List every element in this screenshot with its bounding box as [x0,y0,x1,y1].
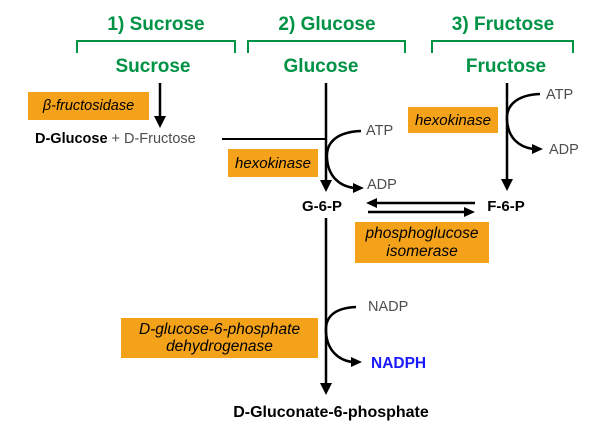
bracket-glucose [247,40,406,53]
enzyme-line: D-glucose-6-phosphate [138,320,301,338]
final-product-label: D-Gluconate-6-phosphate [233,404,429,421]
enzyme-line: phosphoglucose [365,225,479,242]
bracket-sucrose [76,40,236,53]
f6p-label: F-6-P [487,198,525,215]
enzyme-box-hexokinase-fructose: hexokinase [408,107,498,133]
enzyme-box-hexokinase-glucose: hexokinase [228,149,318,177]
enzyme-line: dehydrogenase [166,338,273,355]
enzyme-box-g6p-dehydrogenase: D-glucose-6-phosphate dehydrogenase [121,318,318,358]
atp-label-fructose: ATP [546,87,574,103]
adp-label-fructose: ADP [549,142,579,158]
nadph-label: NADPH [371,355,427,372]
section-header-fructose: 3) Fructose [451,14,555,35]
reversible-arrow-top [366,198,475,208]
substrate-glucose: Glucose [283,56,359,77]
g6p-label: G-6-P [301,198,343,215]
section-header-glucose: 2) Glucose [278,14,376,35]
nadp-nadph-curve [324,305,362,367]
d-fructose-label: + D-Fructose [111,131,196,147]
sucrose-products-label: D-Glucose+ D-Fructose [35,131,196,147]
substrate-fructose: Fructose [465,56,547,77]
enzyme-line: isomerase [386,242,458,260]
glucose-arrow [320,83,332,192]
fructose-arrow [501,83,513,191]
bracket-fructose [431,40,574,53]
nadp-label: NADP [368,299,409,315]
g6p-down-arrow [320,218,332,395]
section-header-sucrose: 1) Sucrose [107,14,205,35]
atp-adp-curve-fructose [505,92,543,154]
enzyme-box-beta-fructosidase: β-fructosidase [28,92,149,120]
d-glucose-label: D-Glucose [35,131,108,147]
atp-adp-curve-glucose [325,129,364,193]
adp-label-glucose: ADP [367,177,397,193]
atp-label-glucose: ATP [366,123,394,139]
enzyme-box-phosphoglucose-isomerase: phosphoglucose isomerase [355,222,489,263]
sucrose-arrow [154,83,166,128]
substrate-sucrose: Sucrose [115,56,191,77]
reversible-arrow-bottom [368,207,475,217]
